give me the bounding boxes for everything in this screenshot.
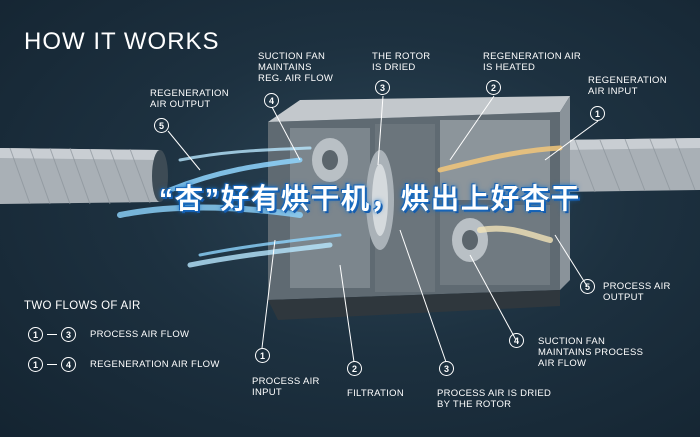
legend-row2-dash [47,364,57,365]
badge-regen-output: 5 [154,118,169,133]
label-process-air-output: PROCESS AIR OUTPUT [603,281,671,303]
label-regen-heated: REGENERATION AIR IS HEATED [483,51,582,73]
badge-regen-input: 1 [590,106,605,121]
badge-rotor-dried: 3 [375,80,390,95]
badge-suction-fan-regen: 4 [264,93,279,108]
badge-process-output: 5 [580,279,595,294]
legend-row1-dash [47,334,57,335]
label-process-air-dried: PROCESS AIR IS DRIED BY THE ROTOR [437,388,552,410]
legend-row1-to: 3 [61,327,76,342]
overlay-headline: “杏”好有烘干机，烘出上好杏干 [158,183,581,214]
legend-row1-label: PROCESS AIR FLOW [90,329,190,340]
legend-row2-to: 4 [61,357,76,372]
label-regen-air-output: REGENERATION AIR OUTPUT [150,88,229,110]
right-duct [560,137,700,193]
leader-lines [167,95,599,363]
page-title: HOW IT WORKS [24,28,220,55]
label-suction-fan-regen: SUCTION FAN MAINTAINS REG. AIR FLOW [258,51,334,84]
badge-process-dried: 3 [439,361,454,376]
legend-row1-from: 1 [28,327,43,342]
label-regen-air-input: REGENERATION AIR INPUT [588,75,667,97]
legend-title: TWO FLOWS OF AIR [24,300,141,312]
badge-regen-heated: 2 [486,80,501,95]
label-suction-fan-process: SUCTION FAN MAINTAINS PROCESS AIR FLOW [538,336,644,369]
legend-row2-label: REGENERATION AIR FLOW [90,359,220,370]
badge-process-input: 1 [255,348,270,363]
air-flows [117,145,563,268]
badge-suction-fan-process: 4 [509,333,524,348]
legend-row2-from: 1 [28,357,43,372]
left-duct [0,147,168,205]
badge-filtration: 2 [347,361,362,376]
label-rotor-dried: THE ROTOR IS DRIED [372,51,431,73]
label-filtration: FILTRATION [347,388,405,399]
label-process-air-input: PROCESS AIR INPUT [252,376,320,398]
